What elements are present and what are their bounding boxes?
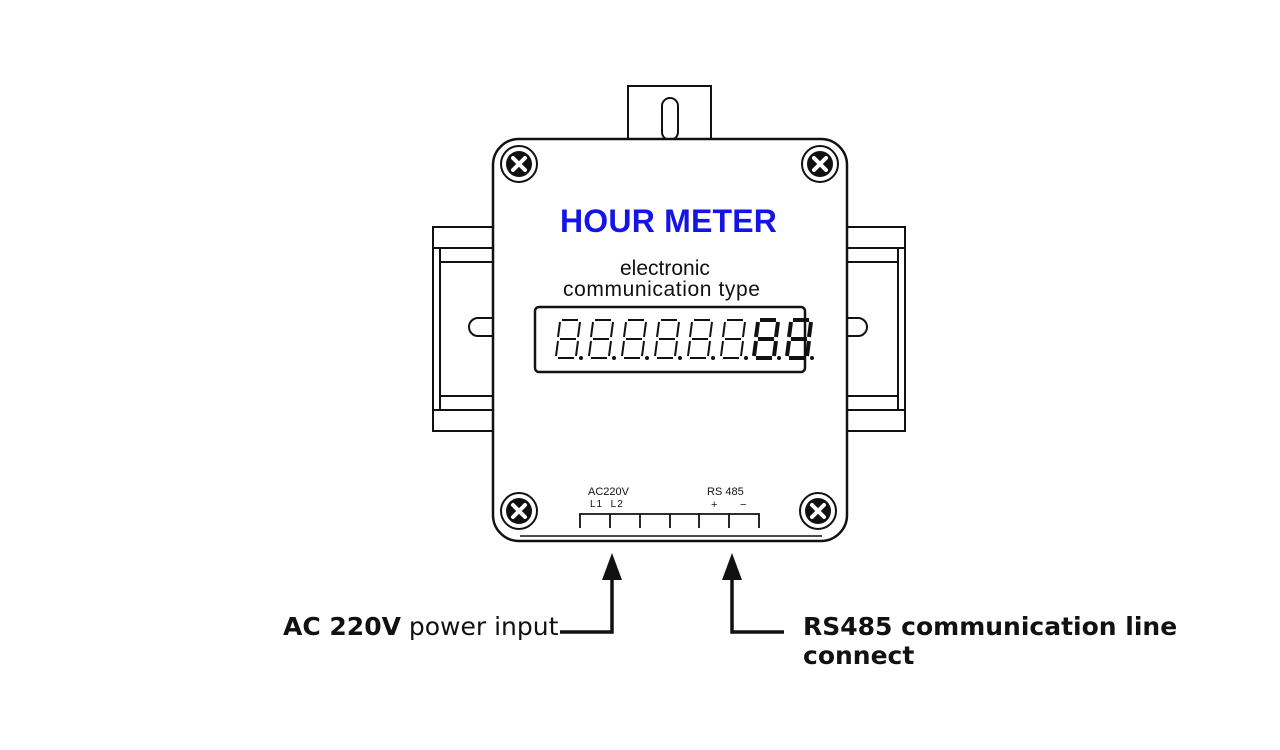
screw-icon	[799, 492, 837, 530]
digit-segment	[707, 340, 711, 357]
decimal-point	[777, 356, 781, 360]
power-caption-bold: AC 220V	[283, 612, 401, 641]
display-digit	[687, 319, 715, 360]
digit-segment	[654, 340, 658, 357]
device-subtitle-electronic: electronic	[620, 257, 710, 280]
digit-segment	[623, 321, 627, 338]
decimal-point	[579, 356, 583, 360]
decimal-point	[612, 356, 616, 360]
digit-segment	[689, 321, 693, 338]
digit-segment	[709, 321, 713, 338]
digit-segment	[722, 321, 726, 338]
decimal-point	[744, 356, 748, 360]
display-digit	[654, 319, 682, 360]
digit-segment	[772, 340, 778, 357]
right-din-clamp	[844, 226, 906, 432]
digit-segment	[754, 321, 760, 338]
digit-segment	[787, 321, 793, 338]
display-digit	[555, 319, 583, 360]
display-digit	[588, 319, 616, 360]
display-digit	[720, 319, 748, 360]
digit-segment	[785, 340, 791, 357]
digit-segment	[805, 340, 811, 357]
digit-segment	[557, 321, 561, 338]
screw-icon	[801, 145, 839, 183]
digit-segment	[641, 340, 645, 357]
digit-segment	[752, 340, 758, 357]
terminal-label-power: AC220V	[588, 486, 629, 498]
terminal-block	[579, 513, 760, 528]
decimal-point	[810, 356, 814, 360]
decimal-point	[678, 356, 682, 360]
digit-segment	[610, 321, 614, 338]
digit-segment	[590, 321, 594, 338]
seven-segment-display	[555, 318, 814, 360]
digit-segment	[742, 321, 746, 338]
digit-segment	[676, 321, 680, 338]
left-din-clamp	[432, 226, 496, 432]
digit-segment	[588, 340, 592, 357]
device-title: HOUR METER	[560, 203, 778, 239]
rs485-caption: RS485 communication line connect	[803, 612, 1178, 670]
digit-segment	[643, 321, 647, 338]
arrow-up-icon	[722, 553, 742, 580]
digit-segment	[720, 340, 724, 357]
digit-segment	[621, 340, 625, 357]
digit-segment	[807, 321, 813, 338]
power-caption-rest: power input	[400, 612, 559, 641]
decimal-point	[645, 356, 649, 360]
digit-segment	[774, 321, 780, 338]
digit-segment	[577, 321, 581, 338]
digit-segment	[575, 340, 579, 357]
rs485-leader-line	[730, 578, 784, 634]
digit-segment	[740, 340, 744, 357]
digit-segment	[608, 340, 612, 357]
arrow-up-icon	[602, 553, 622, 580]
digit-segment	[674, 340, 678, 357]
terminal-label-rs485-minus: −	[740, 499, 747, 511]
top-tab	[627, 85, 712, 141]
display-digit	[785, 318, 814, 360]
device-subtitle-communication: communication type	[563, 278, 761, 301]
power-leader-line	[560, 578, 614, 634]
terminal-label-rs485: RS 485	[707, 486, 744, 498]
digit-segment	[656, 321, 660, 338]
decimal-point	[711, 356, 715, 360]
screw-icon	[500, 492, 538, 530]
display-digit	[621, 319, 649, 360]
screw-icon	[500, 145, 538, 183]
terminal-label-power-pins: L1 L2	[590, 499, 624, 510]
power-input-caption: AC 220V power input	[283, 612, 558, 641]
digit-segment	[687, 340, 691, 357]
digit-segment	[555, 340, 559, 357]
terminal-label-rs485-plus: +	[711, 499, 718, 511]
display-digit	[752, 318, 781, 360]
